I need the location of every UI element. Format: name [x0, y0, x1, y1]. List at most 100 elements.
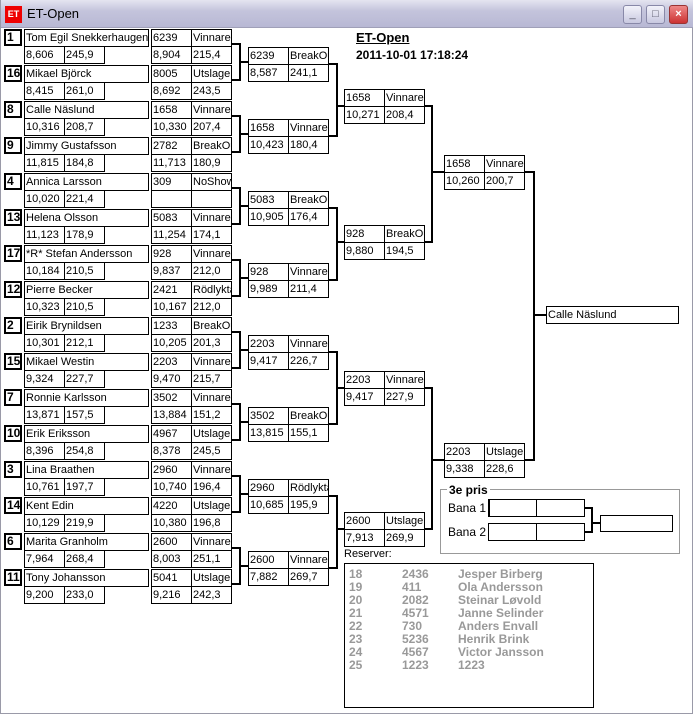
entrant-name[interactable]: Kent Edin: [24, 497, 149, 515]
lane1-number-input[interactable]: [488, 499, 537, 517]
race-status[interactable]: Vinnare: [288, 119, 329, 137]
speed[interactable]: 228,6: [484, 460, 525, 478]
lane2-status-input[interactable]: [536, 523, 585, 541]
reaction-time[interactable]: 9,989: [248, 280, 289, 298]
speed[interactable]: 215,7: [191, 370, 232, 388]
reaction-time[interactable]: 10,205: [151, 334, 192, 352]
reaction-time[interactable]: 13,815: [248, 424, 289, 442]
reaction-time[interactable]: 9,417: [344, 388, 385, 406]
speed[interactable]: 245,5: [191, 442, 232, 460]
race-status[interactable]: BreakOut: [288, 191, 329, 209]
reaction-time[interactable]: 9,338: [444, 460, 485, 478]
third-place-result[interactable]: [600, 515, 673, 532]
race-status[interactable]: Vinnare: [288, 335, 329, 353]
race-status[interactable]: Utslagen: [191, 65, 232, 83]
reaction-time[interactable]: 10,330: [151, 118, 192, 136]
car-number[interactable]: 1658: [444, 155, 485, 173]
reaction-time[interactable]: 10,260: [444, 172, 485, 190]
race-status[interactable]: Utslagen: [191, 497, 232, 515]
entrant-name[interactable]: Lina Braathen: [24, 461, 149, 479]
reaction-time[interactable]: 11,713: [151, 154, 192, 172]
final-winner[interactable]: Calle Näslund: [546, 306, 679, 324]
entrant-name[interactable]: Ronnie Karlsson: [24, 389, 149, 407]
minimize-button[interactable]: _: [623, 5, 642, 24]
entrant-name[interactable]: Jimmy Gustafsson: [24, 137, 149, 155]
race-status[interactable]: Vinnare: [191, 101, 232, 119]
reaction-time[interactable]: 10,380: [151, 514, 192, 532]
car-number[interactable]: 3502: [248, 407, 289, 425]
car-number[interactable]: 1233: [151, 317, 192, 335]
title-bar[interactable]: ET ET-Open _ □ ×: [1, 0, 693, 28]
car-number[interactable]: 2203: [151, 353, 192, 371]
race-status[interactable]: Vinnare: [191, 533, 232, 551]
speed[interactable]: 226,7: [288, 352, 329, 370]
lane2-number-input[interactable]: [488, 523, 537, 541]
race-status[interactable]: Utslagen: [191, 569, 232, 587]
car-number[interactable]: 928: [248, 263, 289, 281]
speed[interactable]: 242,3: [191, 586, 232, 604]
entrant-name[interactable]: Helena Olsson: [24, 209, 149, 227]
car-number[interactable]: 2600: [248, 551, 289, 569]
reaction-time[interactable]: 8,378: [151, 442, 192, 460]
speed[interactable]: 195,9: [288, 496, 329, 514]
reaction-time[interactable]: 13,884: [151, 406, 192, 424]
car-number[interactable]: 1658: [151, 101, 192, 119]
speed[interactable]: 200,7: [484, 172, 525, 190]
reaction-time[interactable]: [151, 190, 192, 208]
entrant-name[interactable]: *R* Stefan Andersson: [24, 245, 149, 263]
reaction-time[interactable]: 10,905: [248, 208, 289, 226]
reaction-time[interactable]: 11,254: [151, 226, 192, 244]
speed[interactable]: 201,3: [191, 334, 232, 352]
speed[interactable]: [191, 190, 232, 208]
speed[interactable]: 174,1: [191, 226, 232, 244]
race-status[interactable]: BreakOut: [384, 225, 425, 243]
car-number[interactable]: 5083: [151, 209, 192, 227]
car-number[interactable]: 2600: [344, 512, 385, 530]
race-status[interactable]: Vinnare: [191, 29, 232, 47]
race-status[interactable]: BreakOut: [191, 137, 232, 155]
race-status[interactable]: BreakOut: [288, 407, 329, 425]
car-number[interactable]: 1658: [344, 89, 385, 107]
speed[interactable]: 176,4: [288, 208, 329, 226]
close-button[interactable]: ×: [669, 5, 688, 24]
car-number[interactable]: 928: [344, 225, 385, 243]
speed[interactable]: 251,1: [191, 550, 232, 568]
race-status[interactable]: Vinnare: [191, 245, 232, 263]
car-number[interactable]: 309: [151, 173, 192, 191]
race-status[interactable]: Vinnare: [288, 551, 329, 569]
car-number[interactable]: 3502: [151, 389, 192, 407]
race-status[interactable]: Vinnare: [484, 155, 525, 173]
speed[interactable]: 151,2: [191, 406, 232, 424]
race-status[interactable]: Vinnare: [191, 353, 232, 371]
car-number[interactable]: 8005: [151, 65, 192, 83]
lane1-status-input[interactable]: [536, 499, 585, 517]
car-number[interactable]: 2600: [151, 533, 192, 551]
car-number[interactable]: 2203: [248, 335, 289, 353]
car-number[interactable]: 2782: [151, 137, 192, 155]
speed[interactable]: 212,0: [191, 298, 232, 316]
speed[interactable]: 208,4: [384, 106, 425, 124]
race-status[interactable]: NoShow: [191, 173, 232, 191]
speed[interactable]: 194,5: [384, 242, 425, 260]
car-number[interactable]: 2203: [344, 371, 385, 389]
reaction-time[interactable]: 8,587: [248, 64, 289, 82]
speed[interactable]: 212,0: [191, 262, 232, 280]
speed[interactable]: 155,1: [288, 424, 329, 442]
reaction-time[interactable]: 10,685: [248, 496, 289, 514]
speed[interactable]: 269,7: [288, 568, 329, 586]
car-number[interactable]: 4220: [151, 497, 192, 515]
race-status[interactable]: Utslagen: [384, 512, 425, 530]
reaction-time[interactable]: 10,740: [151, 478, 192, 496]
car-number[interactable]: 5041: [151, 569, 192, 587]
entrant-name[interactable]: Tony Johansson: [24, 569, 149, 587]
entrant-name[interactable]: Tom Egil Snekkerhaugen: [24, 29, 149, 47]
reaction-time[interactable]: 10,423: [248, 136, 289, 154]
car-number[interactable]: 2421: [151, 281, 192, 299]
car-number[interactable]: 6239: [248, 47, 289, 65]
